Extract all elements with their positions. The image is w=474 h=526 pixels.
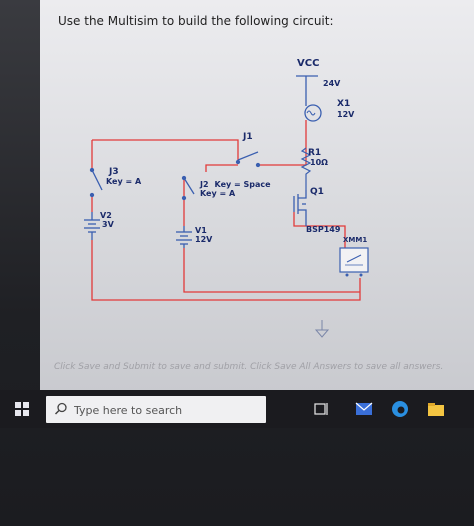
switch-j2 [181, 175, 195, 201]
xmm-name: XMM1 [343, 236, 367, 244]
taskbar-search-box[interactable] [46, 396, 266, 423]
transistor-q1 [293, 190, 307, 226]
vcc-label: VCC [297, 58, 319, 69]
wire [92, 139, 239, 160]
windows-taskbar [0, 390, 474, 428]
v2-name: V2 [100, 211, 112, 220]
wire [293, 212, 346, 262]
j3-name: J3 [108, 167, 119, 177]
lamp-name: X1 [337, 99, 350, 109]
edge-icon[interactable] [390, 399, 410, 419]
lamp-value: 12V [337, 110, 355, 119]
wire-group [91, 120, 361, 301]
vcc-value: 24V [323, 79, 341, 88]
wire [91, 240, 361, 301]
j3-key: Key = A [106, 177, 142, 186]
task-view-icon[interactable] [312, 399, 332, 419]
file-explorer-icon[interactable] [426, 399, 446, 419]
question-instruction: Use the Multisim to build the following … [58, 14, 334, 28]
switch-j1 [235, 151, 261, 168]
wire [205, 164, 238, 172]
search-input[interactable] [72, 400, 264, 420]
r1-value: 10Ω [310, 158, 328, 167]
lamp-icon [304, 104, 322, 122]
save-submit-note: Click Save and Submit to save and submit… [54, 362, 444, 372]
mail-icon[interactable] [354, 399, 374, 419]
switch-j3 [89, 167, 103, 198]
multimeter-xmm1 [339, 247, 369, 277]
v2-value: 3V [102, 220, 115, 229]
v1-value: 12V [195, 235, 213, 244]
j2-key-2: Key = A [200, 189, 236, 198]
battery-v2 [84, 212, 100, 240]
ground-symbol [314, 320, 330, 338]
resistor-r1 [300, 147, 312, 190]
wire [183, 248, 286, 293]
r1-name: R1 [308, 148, 321, 158]
browser-page: Use the Multisim to build the following … [40, 0, 474, 392]
lamp-x1 [304, 104, 322, 122]
wire [258, 148, 307, 166]
v1-name: V1 [195, 226, 207, 235]
windows-start-icon[interactable] [15, 402, 29, 416]
q1-part: BSP149 [306, 225, 341, 234]
battery-v1 [176, 226, 192, 248]
circuit-diagram: VCC 24V X1 12V R1 10Ω Q1 BSP149 J1 [84, 58, 369, 338]
j1-name: J1 [242, 132, 253, 142]
search-icon [54, 402, 67, 415]
q1-name: Q1 [310, 187, 324, 197]
